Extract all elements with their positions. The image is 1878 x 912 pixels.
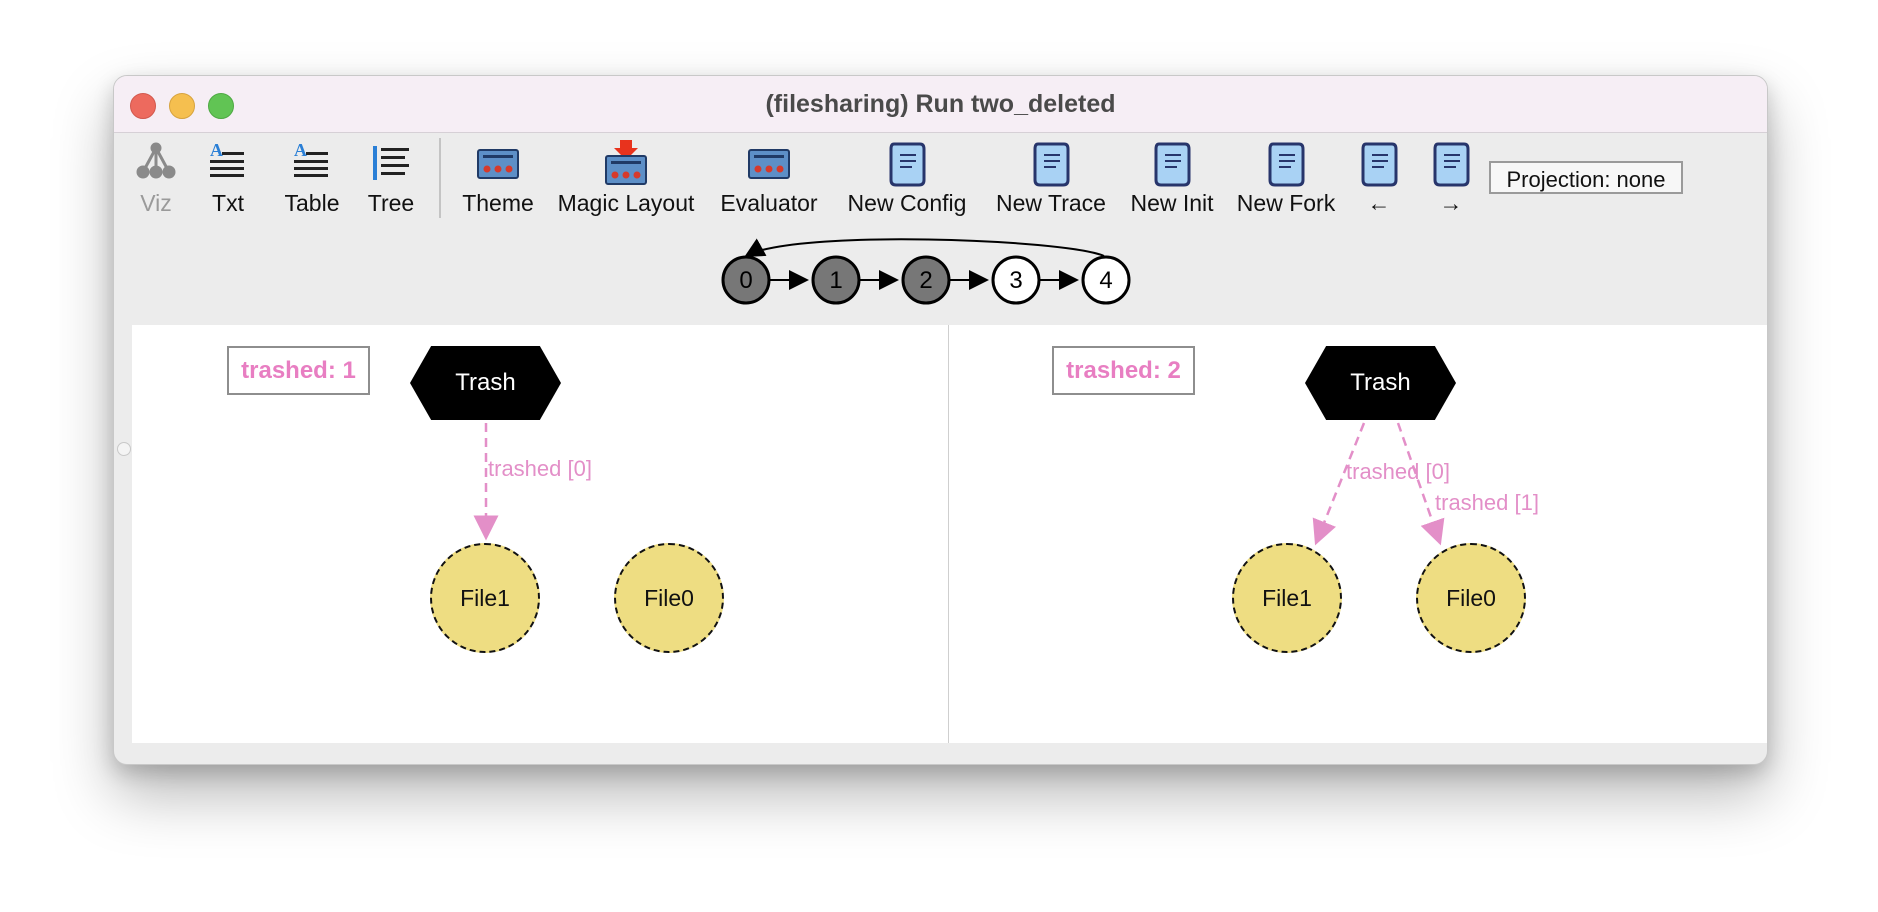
viz-tree-icon bbox=[136, 142, 176, 179]
edge-label: trashed [0] bbox=[488, 456, 592, 481]
scroll-icon bbox=[1154, 142, 1191, 187]
new-trace-button[interactable]: New Trace bbox=[988, 132, 1114, 232]
new-fork-button[interactable]: New Fork bbox=[1234, 132, 1338, 232]
trashed-counter: trashed: 1 bbox=[227, 346, 370, 395]
previous-state-button[interactable]: ← bbox=[1354, 132, 1404, 232]
maximize-window-button[interactable] bbox=[208, 93, 234, 119]
tree-label: Tree bbox=[367, 190, 415, 216]
svg-text:A: A bbox=[294, 140, 307, 160]
trace-state-2[interactable]: 2 bbox=[901, 255, 951, 305]
minimize-window-button[interactable] bbox=[169, 93, 195, 119]
trace-state-3[interactable]: 3 bbox=[991, 255, 1041, 305]
loop-edge bbox=[744, 238, 1105, 257]
splitter-handle[interactable] bbox=[117, 442, 131, 456]
edge-label: trashed [0] bbox=[1346, 459, 1450, 484]
viz-button[interactable]: Viz bbox=[124, 132, 188, 232]
right-edges bbox=[1312, 422, 1445, 546]
evaluator-label: Evaluator bbox=[720, 190, 818, 216]
file-node[interactable]: File0 bbox=[614, 543, 724, 653]
left-graph-panel: trashed: 1 Trash trashed [0] File1 File0 bbox=[132, 325, 949, 743]
tree-icon bbox=[373, 146, 409, 180]
toolbar: Viz A Txt A Table bbox=[114, 132, 1767, 232]
next-state-label: → bbox=[1439, 190, 1463, 216]
trashed-counter: trashed: 2 bbox=[1052, 346, 1195, 395]
scroll-icon bbox=[1268, 142, 1305, 187]
new-fork-label: New Fork bbox=[1236, 190, 1336, 216]
new-init-label: New Init bbox=[1130, 190, 1214, 216]
table-label: Table bbox=[284, 190, 340, 216]
trace-state-label: 1 bbox=[829, 267, 842, 294]
new-init-button[interactable]: New Init bbox=[1120, 132, 1224, 232]
previous-state-label: ← bbox=[1367, 190, 1391, 216]
new-config-button[interactable]: New Config bbox=[844, 132, 970, 232]
trash-node[interactable]: Trash bbox=[410, 346, 561, 420]
table-button[interactable]: A Table bbox=[272, 132, 352, 232]
next-state-button[interactable]: → bbox=[1426, 132, 1476, 232]
window-title: (filesharing) Run two_deleted bbox=[765, 90, 1116, 118]
title-bar: (filesharing) Run two_deleted bbox=[114, 76, 1767, 133]
toolbar-separator bbox=[439, 138, 441, 218]
edge-label: trashed [1] bbox=[1435, 490, 1539, 515]
evaluator-button[interactable]: Evaluator bbox=[716, 132, 822, 232]
txt-button[interactable]: A Txt bbox=[196, 132, 260, 232]
theme-button[interactable]: Theme bbox=[458, 132, 538, 232]
tree-button[interactable]: Tree bbox=[358, 132, 424, 232]
trace-state-label: 0 bbox=[739, 267, 752, 294]
file-node[interactable]: File0 bbox=[1416, 543, 1526, 653]
scroll-icon bbox=[889, 142, 926, 187]
trashed-edge bbox=[1396, 422, 1445, 546]
scroll-icon bbox=[1033, 142, 1070, 187]
scroll-icon bbox=[1433, 142, 1470, 187]
trace-state-label: 3 bbox=[1009, 267, 1022, 294]
projection-button[interactable]: Projection: none bbox=[1489, 161, 1683, 194]
svg-text:A: A bbox=[210, 140, 223, 160]
theme-icon bbox=[477, 149, 519, 179]
trace-state-label: 4 bbox=[1099, 267, 1112, 294]
scroll-icon bbox=[1361, 142, 1398, 187]
trace-state-4[interactable]: 4 bbox=[1081, 255, 1131, 305]
file-node[interactable]: File1 bbox=[430, 543, 540, 653]
trace-state-1[interactable]: 1 bbox=[811, 255, 861, 305]
close-window-button[interactable] bbox=[130, 93, 156, 119]
evaluator-icon bbox=[748, 149, 790, 179]
trash-node[interactable]: Trash bbox=[1305, 346, 1456, 420]
trace-state-label: 2 bbox=[919, 267, 932, 294]
theme-label: Theme bbox=[462, 190, 534, 216]
new-config-label: New Config bbox=[847, 190, 967, 216]
right-graph-panel: trashed: 2 Trash trashed [0] trashed [1]… bbox=[949, 325, 1767, 743]
trashed-edge bbox=[1312, 422, 1366, 546]
app-window: (filesharing) Run two_deleted Viz A bbox=[113, 75, 1768, 765]
new-trace-label: New Trace bbox=[996, 190, 1106, 216]
magic-layout-icon bbox=[605, 140, 647, 185]
text-icon: A bbox=[210, 140, 244, 177]
viz-label: Viz bbox=[140, 190, 172, 216]
left-edges bbox=[473, 423, 499, 541]
table-icon: A bbox=[294, 140, 328, 177]
trace-state-0[interactable]: 0 bbox=[721, 255, 771, 305]
magic-layout-button[interactable]: Magic Layout bbox=[554, 132, 698, 232]
trace-navigator: 0 1 2 3 4 bbox=[721, 238, 1131, 305]
txt-label: Txt bbox=[212, 190, 244, 216]
magic-layout-label: Magic Layout bbox=[557, 190, 695, 216]
file-node[interactable]: File1 bbox=[1232, 543, 1342, 653]
